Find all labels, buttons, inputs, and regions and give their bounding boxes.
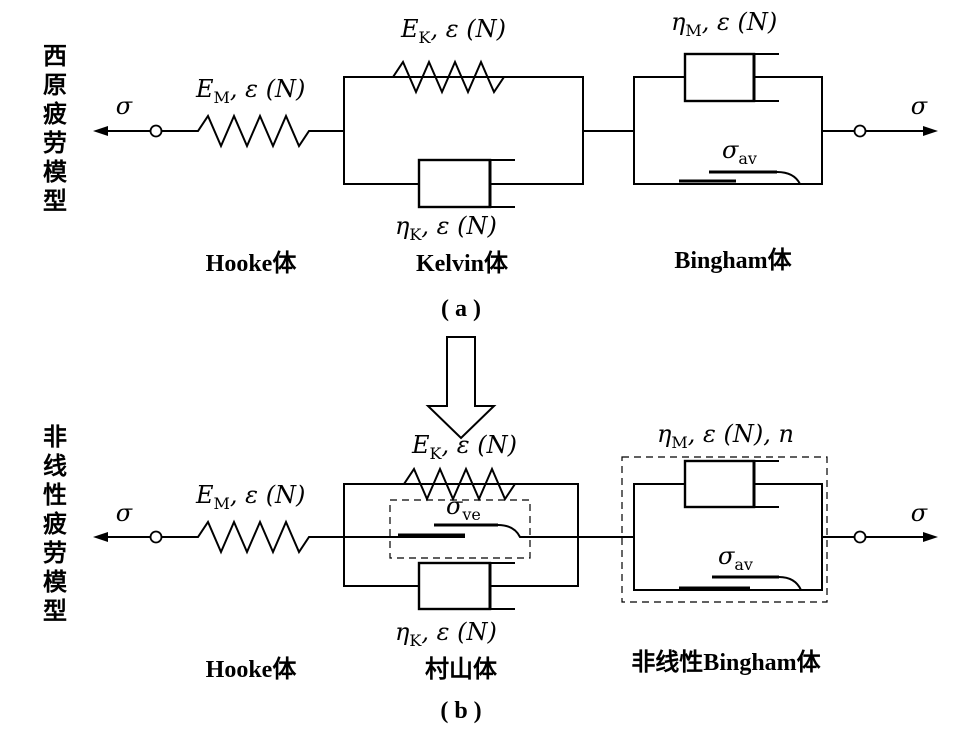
sigma-left-label: σ bbox=[116, 92, 133, 120]
right-terminal-b: σ bbox=[822, 499, 938, 544]
hooke-param-label: EM, ε (N) bbox=[195, 75, 305, 107]
side-title-char: 模 bbox=[43, 568, 68, 596]
side-title-char: 性 bbox=[43, 481, 67, 509]
side-title-char: 模 bbox=[43, 158, 68, 186]
side-title-char: 劳 bbox=[43, 129, 67, 157]
kelvin-spring-param-label: EK, ε (N) bbox=[400, 15, 506, 47]
bingham-slider-hook bbox=[778, 576, 822, 591]
bingham-body-label: Bingham体 bbox=[674, 247, 792, 274]
kelvin-body-label: Kelvin体 bbox=[416, 250, 509, 277]
side-title-char: 原 bbox=[43, 71, 67, 99]
bingham-slider-param-label: σav bbox=[718, 542, 753, 574]
nonlinear-bingham-body-b: ηM, ε (N), n σav bbox=[621, 420, 828, 603]
left-node bbox=[149, 530, 163, 544]
side-title-char: 型 bbox=[43, 187, 67, 215]
murayama-top-frame bbox=[343, 483, 579, 537]
bingham-body-a: ηM, ε (N) σav bbox=[633, 8, 823, 185]
hooke-body-label: Hooke体 bbox=[206, 250, 298, 277]
side-title-char: 疲 bbox=[43, 510, 67, 538]
murayama-spring-zigzag bbox=[344, 466, 578, 502]
panel-b-side-title: 非 线 性 疲 劳 模 型 bbox=[43, 423, 68, 625]
sigma-left-label: σ bbox=[116, 499, 133, 527]
bingham-slider-param-label: σav bbox=[722, 136, 757, 168]
right-node bbox=[853, 124, 867, 138]
kelvin-top-frame bbox=[343, 76, 584, 131]
panel-a-caption: ( a ) bbox=[441, 296, 481, 322]
murayama-spring-param-label: EK, ε (N) bbox=[411, 431, 517, 463]
bingham-dashpot-param-label: ηM, ε (N), n bbox=[657, 420, 794, 452]
sigma-right-label: σ bbox=[911, 92, 928, 120]
right-terminal-a: σ bbox=[822, 92, 938, 138]
hooke-spring-zigzag bbox=[161, 519, 344, 555]
sigma-right-label: σ bbox=[911, 499, 928, 527]
murayama-slider-dashed-box bbox=[389, 499, 531, 559]
side-title-char: 劳 bbox=[43, 539, 67, 567]
bingham-slider-hook bbox=[776, 171, 822, 185]
transition-down-arrow bbox=[425, 336, 497, 440]
side-title-char: 线 bbox=[43, 452, 67, 480]
hooke-spring-a: EM, ε (N) bbox=[161, 75, 344, 149]
side-title-char: 西 bbox=[43, 42, 67, 70]
kelvin-dashpot-param-label: ηK, ε (N) bbox=[395, 212, 497, 244]
hooke-body-label: Hooke体 bbox=[206, 656, 298, 683]
hooke-spring-zigzag bbox=[161, 113, 344, 149]
bingham-dashpot-cylinder bbox=[683, 52, 756, 103]
right-node bbox=[853, 530, 867, 544]
left-terminal-a: σ bbox=[93, 92, 163, 138]
nonlinear-bingham-dashed-box bbox=[621, 456, 828, 603]
side-title-char: 疲 bbox=[43, 100, 67, 128]
panel-a: 西 原 疲 劳 模 型 σ EM, ε (N) EK, ε (N) bbox=[43, 8, 938, 322]
murayama-body-b: EK, ε (N) σve ηK, ε (N) bbox=[343, 431, 579, 650]
hooke-param-label: EM, ε (N) bbox=[195, 481, 305, 513]
hooke-spring-b: EM, ε (N) bbox=[161, 481, 344, 555]
left-node bbox=[149, 124, 163, 138]
panel-b-caption: ( b ) bbox=[440, 698, 481, 724]
left-arrowhead bbox=[93, 126, 108, 136]
kelvin-spring-zigzag bbox=[344, 59, 583, 95]
right-arrowhead bbox=[923, 126, 938, 136]
right-arrowhead bbox=[923, 532, 938, 542]
kelvin-dashpot-cylinder bbox=[417, 158, 492, 209]
left-terminal-b: σ bbox=[93, 499, 163, 544]
side-title-char: 非 bbox=[43, 423, 67, 451]
side-title-char: 型 bbox=[43, 597, 67, 625]
murayama-slider-hook bbox=[497, 524, 578, 538]
bingham-dashpot-cylinder bbox=[683, 459, 756, 509]
kelvin-body-a: EK, ε (N) ηK, ε (N) bbox=[343, 15, 584, 244]
panel-a-side-title: 西 原 疲 劳 模 型 bbox=[43, 42, 68, 215]
murayama-slider-param-label: σve bbox=[446, 492, 481, 524]
bingham-dashpot-param-label: ηM, ε (N) bbox=[671, 8, 777, 40]
nonlinear-bingham-body-label: 非线性Bingham体 bbox=[631, 649, 821, 676]
murayama-dashpot-cylinder bbox=[417, 561, 492, 611]
murayama-dashpot-param-label: ηK, ε (N) bbox=[395, 618, 497, 650]
left-arrowhead bbox=[93, 532, 108, 542]
panel-b: 非 线 性 疲 劳 模 型 σ EM, ε (N) EK, ε (N) bbox=[43, 420, 938, 724]
murayama-body-label: 村山体 bbox=[425, 656, 498, 683]
